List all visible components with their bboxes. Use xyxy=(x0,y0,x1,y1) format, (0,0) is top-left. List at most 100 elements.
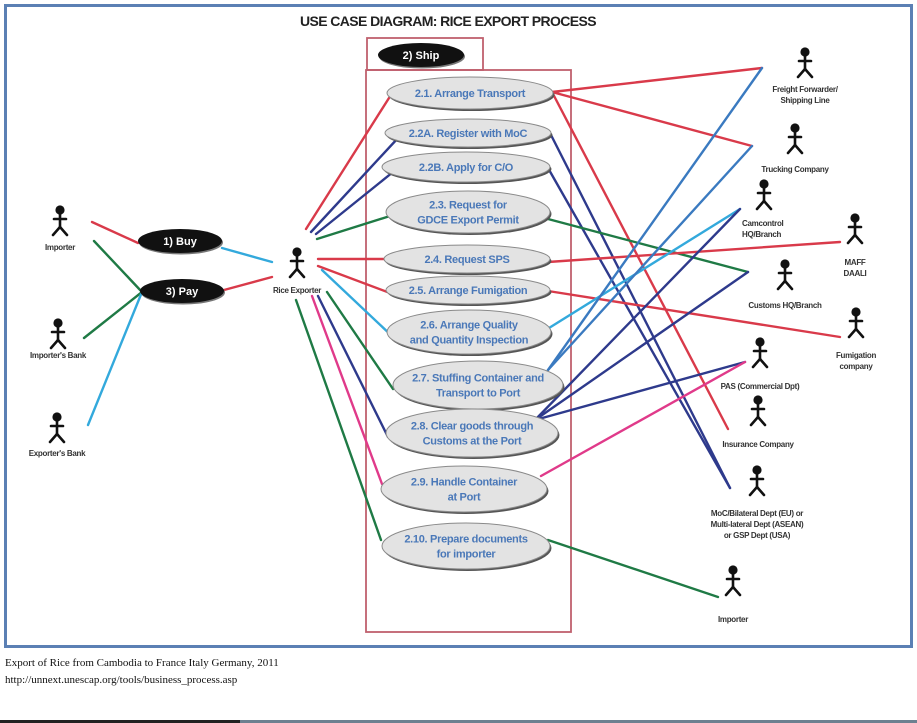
actor-fumigation[interactable]: Fumigation company xyxy=(836,307,877,371)
association-u28-camcontrol xyxy=(533,207,742,422)
usecase-label: Transport to Port xyxy=(436,388,521,400)
usecase-u21[interactable]: 2.1. Arrange Transport xyxy=(386,76,555,111)
usecase-ellipse xyxy=(384,118,552,148)
actor-label: MoC/Bilateral Dept (EU) or xyxy=(711,509,803,518)
actor-label: Trucking Company xyxy=(761,165,829,174)
usecase-label: 2.4. Request SPS xyxy=(424,254,509,266)
stick-figure-icon xyxy=(847,307,865,339)
actor-label: Customs HQ/Branch xyxy=(748,301,822,310)
association-rice_exporter-u26 xyxy=(320,268,395,339)
usecase-ellipse xyxy=(138,229,222,253)
usecase-label: 2) Ship xyxy=(403,50,440,62)
usecase-label: 2.1. Arrange Transport xyxy=(415,88,526,100)
actor-label: PAS (Commercial Dpt) xyxy=(721,382,800,391)
usecase-ellipse xyxy=(380,465,548,513)
association-u22b-moc xyxy=(546,166,732,490)
association-rice_exporter-buy xyxy=(220,246,274,264)
usecase-label: 1) Buy xyxy=(163,236,198,248)
association-u210-importer_right xyxy=(546,538,720,599)
actor-importer_right[interactable]: Importer xyxy=(718,565,749,624)
actor-freight[interactable]: Freight Forwarder/Shipping Line xyxy=(772,47,839,105)
association-u27-freight xyxy=(546,66,764,372)
association-u23-customs xyxy=(546,217,750,274)
usecase-ellipse xyxy=(392,360,564,410)
usecase-label: 2.3. Request for xyxy=(429,200,508,212)
caption-title: Export of Rice from Cambodia to France I… xyxy=(5,657,279,669)
actor-exporters_bank[interactable]: Exporter's Bank xyxy=(29,412,86,458)
stick-figure-icon xyxy=(776,259,794,291)
association-rice_exporter-u21 xyxy=(304,96,391,231)
association-importers_bank-pay xyxy=(82,290,144,340)
usecase-pay[interactable]: 3) Pay xyxy=(140,279,225,305)
actor-importer_left[interactable]: Importer xyxy=(45,205,76,252)
caption-source-url[interactable]: http://unnext.unescap.org/tools/business… xyxy=(5,674,238,686)
actor-label: Fumigation xyxy=(836,351,877,360)
usecase-u25[interactable]: 2.5. Arrange Fumigation xyxy=(385,275,552,306)
usecase-label: 2.10. Prepare documents xyxy=(404,534,528,546)
association-u28-pas xyxy=(533,360,747,422)
actor-label: Shipping Line xyxy=(781,96,831,105)
usecase-label: 2.9. Handle Container xyxy=(411,477,518,489)
stick-figure-icon xyxy=(51,205,69,237)
association-importer_left-buy xyxy=(90,220,140,245)
stick-figure-icon xyxy=(288,247,306,279)
association-u27-trucking xyxy=(546,144,754,372)
association-u21-freight xyxy=(550,66,764,94)
usecase-u22b[interactable]: 2.2B. Apply for C/O xyxy=(381,151,552,184)
association-u25-fumigation xyxy=(546,289,842,339)
stick-figure-icon xyxy=(48,412,66,444)
actor-label: Importer's Bank xyxy=(30,351,87,360)
usecase-label: 2.5. Arrange Fumigation xyxy=(409,285,528,297)
stick-figure-icon xyxy=(751,337,769,369)
diagram-title: USE CASE DIAGRAM: RICE EXPORT PROCESS xyxy=(300,13,596,29)
actor-rice_exporter[interactable]: Rice Exporter xyxy=(273,247,322,295)
association-rice_exporter-pay xyxy=(222,275,274,292)
stick-figure-icon xyxy=(748,465,766,497)
usecase-u24[interactable]: 2.4. Request SPS xyxy=(383,244,552,275)
actor-label: company xyxy=(839,362,873,371)
actor-customs[interactable]: Customs HQ/Branch xyxy=(748,259,822,310)
actor-label: HQ/Branch xyxy=(742,230,781,239)
usecase-u22a[interactable]: 2.2A. Register with MoC xyxy=(384,118,553,149)
association-rice_exporter-u29 xyxy=(310,294,384,486)
association-rice_exporter-u27 xyxy=(325,290,395,391)
association-u28-customs xyxy=(533,270,750,422)
association-u24-maff xyxy=(546,240,842,264)
actor-moc[interactable]: MoC/Bilateral Dept (EU) orMulti-lateral … xyxy=(711,465,804,540)
usecase-ellipse xyxy=(381,522,551,570)
actor-label: Freight Forwarder/ xyxy=(772,85,838,94)
actor-trucking[interactable]: Trucking Company xyxy=(761,123,830,174)
association-u26-camcontrol xyxy=(547,207,742,330)
diagram-frame xyxy=(4,4,913,648)
association-u21-trucking xyxy=(550,90,754,148)
association-rice_exporter-u210 xyxy=(294,298,383,542)
usecase-ellipse xyxy=(386,309,552,355)
actor-importers_bank[interactable]: Importer's Bank xyxy=(30,318,87,360)
usecase-ellipse xyxy=(385,190,551,234)
usecase-buy[interactable]: 1) Buy xyxy=(138,229,223,255)
usecase-ellipse xyxy=(386,76,554,110)
usecase-ship[interactable]: 2) Ship xyxy=(378,43,465,69)
stick-figure-icon xyxy=(749,395,767,427)
actor-insurance[interactable]: Insurance Company xyxy=(722,395,795,449)
actor-label: DAALI xyxy=(844,269,867,278)
association-importer_left-pay xyxy=(92,239,144,294)
actor-label: Insurance Company xyxy=(722,440,794,449)
usecase-label: and Quantity Inspection xyxy=(410,335,529,347)
stick-figure-icon xyxy=(724,565,742,597)
usecase-label: 2.8. Clear goods through xyxy=(411,421,534,433)
usecase-ellipse xyxy=(385,275,551,305)
actor-label: Rice Exporter xyxy=(273,286,321,295)
actor-pas[interactable]: PAS (Commercial Dpt) xyxy=(721,337,800,391)
association-exporters_bank-pay xyxy=(86,290,144,427)
stick-figure-icon xyxy=(796,47,814,79)
usecase-ellipse xyxy=(381,151,551,183)
